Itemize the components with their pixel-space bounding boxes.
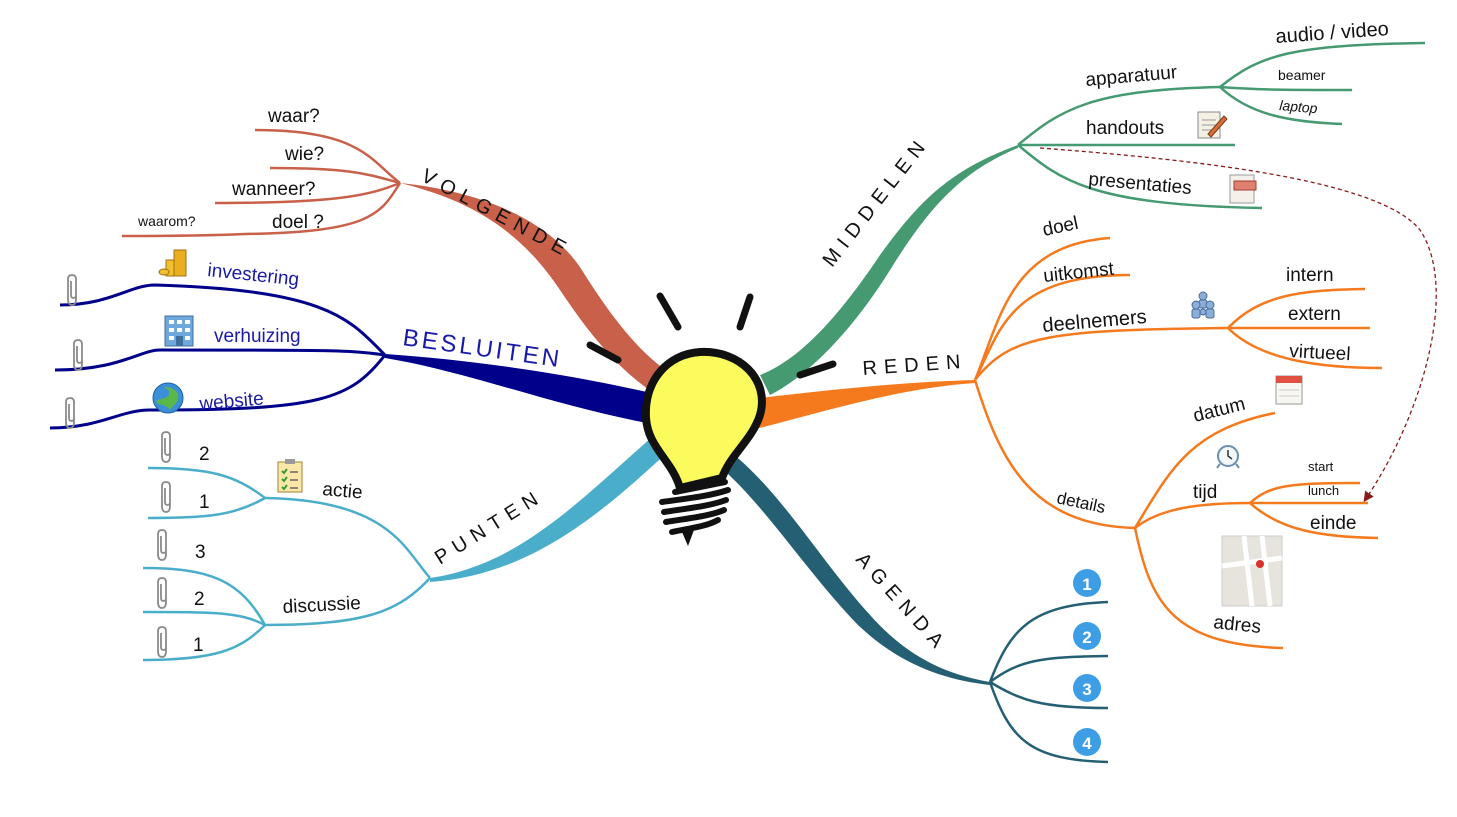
besluiten-item-verhuizing: verhuizing — [214, 326, 301, 347]
paperclip-icon — [65, 397, 75, 429]
punten-actie-item: 1 — [199, 492, 210, 513]
volgende-item-wanneer: wanneer? — [231, 179, 315, 200]
paperclip-icon — [161, 481, 171, 513]
globe-icon — [152, 382, 184, 414]
reden-deelnemers-item-intern: intern — [1286, 265, 1334, 286]
punten-discussie-label: discussie — [282, 593, 361, 618]
reden-uitkomst-label: uitkomst — [1042, 259, 1115, 287]
reden-tijd-item-start: start — [1308, 459, 1334, 474]
paperclip-icon — [67, 274, 77, 306]
punten-discussie-item: 3 — [195, 542, 206, 563]
reden-details-tijd: tijd — [1193, 482, 1217, 503]
alarm-clock-icon — [1216, 445, 1240, 469]
agenda-item-4: 4 — [1073, 728, 1101, 756]
reden-doel-label: doel — [1041, 213, 1081, 241]
volgende-item-waarom: waarom? — [137, 213, 196, 229]
volgende-item-doel: doel ? — [272, 212, 324, 233]
branch-punten — [430, 430, 672, 582]
punten-discussie-item: 1 — [193, 635, 204, 656]
checklist-icon — [277, 459, 303, 493]
branch-label-agenda: AGENDA — [851, 549, 952, 658]
reden-tijd-item-lunch: lunch — [1308, 483, 1339, 498]
besluiten-item-investering: investering — [206, 260, 300, 290]
branch-label-punten: PUNTEN — [431, 485, 548, 569]
branch-agenda — [718, 450, 990, 685]
agenda-item-3: 3 — [1073, 674, 1101, 702]
map-thumbnail-icon — [1221, 535, 1283, 607]
branch-reden — [752, 380, 975, 430]
building-icon — [164, 315, 194, 347]
middelen-handouts-label: handouts — [1086, 118, 1164, 139]
middelen-item-laptop: laptop — [1279, 97, 1319, 116]
reden-tijd-item-einde: einde — [1310, 513, 1357, 534]
reden-deelnemers-item-virtueel: virtueel — [1289, 341, 1351, 365]
presentation-icon — [1229, 174, 1257, 204]
agenda-item-2: 2 — [1073, 622, 1101, 650]
punten-discussie-item: 2 — [194, 589, 205, 610]
svg-text:3: 3 — [1082, 680, 1091, 699]
paperclip-icon — [161, 431, 171, 463]
svg-text:2: 2 — [1082, 628, 1091, 647]
relation-arrow — [1039, 147, 1437, 503]
agenda-item-1: 1 — [1073, 569, 1101, 597]
punten-actie-label: actie — [322, 479, 364, 503]
light-bulb-icon — [586, 292, 837, 546]
branch-label-reden: REDEN — [862, 351, 968, 380]
paperclip-icon — [157, 529, 167, 561]
volgende-item-wie: wie? — [284, 144, 324, 165]
middelen-apparatuur-label: apparatuur — [1085, 62, 1179, 91]
besluiten-item-website: website — [198, 388, 265, 415]
paperclip-icon — [157, 626, 167, 658]
calendar-icon — [1275, 375, 1303, 405]
svg-text:4: 4 — [1082, 734, 1092, 753]
notepad-icon — [1197, 111, 1228, 139]
branch-label-middelen: MIDDELEN — [819, 132, 934, 271]
branch-middelen — [760, 145, 1018, 395]
reden-deelnemers-item-extern: extern — [1288, 304, 1341, 325]
people-icon — [1191, 291, 1215, 319]
middelen-item-beamer: beamer — [1278, 67, 1326, 83]
branch-besluiten — [385, 354, 660, 425]
volgende-item-waar: waar? — [267, 106, 320, 127]
punten-actie-item: 2 — [199, 444, 210, 465]
branch-label-volgende: VOLGENDE — [418, 165, 576, 263]
paperclip-icon — [73, 339, 83, 371]
reden-deelnemers-label: deelnemers — [1042, 306, 1148, 337]
coins-icon — [158, 249, 187, 277]
branch-volgende — [400, 183, 690, 405]
reden-details-adres: adres — [1212, 612, 1261, 638]
paperclip-icon — [157, 577, 167, 609]
svg-text:1: 1 — [1082, 575, 1091, 594]
middelen-presentaties-label: presentaties — [1088, 169, 1193, 199]
